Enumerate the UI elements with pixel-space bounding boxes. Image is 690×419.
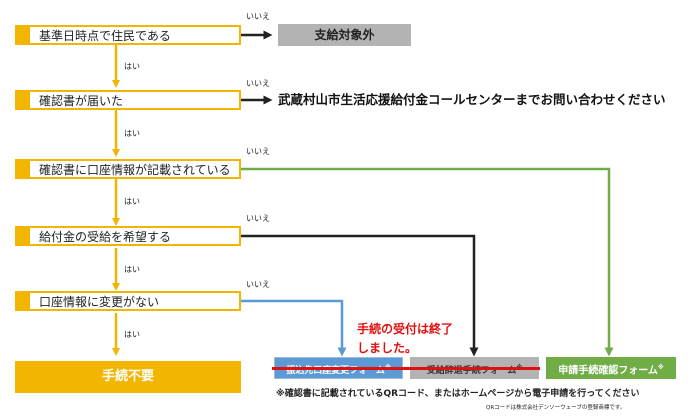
no-label-5: いいえ [246, 280, 270, 289]
question-4: 給付金の受給を希望する [15, 226, 241, 246]
no-arrow-4 [241, 234, 479, 357]
form-application-confirm-mark: ※ [657, 364, 664, 371]
no-label-2: いいえ [246, 79, 270, 88]
question-1: 基準日時点で住民である [15, 25, 241, 45]
result-no-procedure: 手続不要 [15, 361, 241, 393]
yes-label-5: はい [124, 330, 140, 339]
form-account-change-label: 振込先口座変更フォーム [286, 366, 385, 376]
no-label-1: いいえ [246, 12, 270, 21]
closed-strikethrough [272, 367, 540, 370]
question-5: 口座情報に変更がない [15, 291, 241, 311]
closed-notice-line2: しました。 [357, 341, 418, 355]
result-not-eligible: 支給対象外 [278, 24, 411, 46]
footnote: ※確認書に記載されているQRコード、またはホームページから電子申請を行ってくださ… [276, 389, 640, 399]
no-arrow-5 [241, 299, 347, 357]
closed-notice: 手続の受付は終了 しました。 [357, 320, 453, 358]
question-2: 確認書が届いた [15, 90, 241, 110]
closed-notice-line1: 手続の受付は終了 [357, 322, 454, 336]
no-label-4: いいえ [246, 214, 270, 223]
result-call-center: 武蔵村山市生活応援給付金コールセンターまでお問い合わせください [278, 92, 666, 107]
yes-label-2: はい [124, 129, 140, 138]
form-decline-label: 受給辞退手続フォーム [426, 366, 517, 376]
question-3: 確認書に口座情報が記載されている [15, 159, 241, 179]
no-label-3: いいえ [246, 147, 270, 156]
yes-label-3: はい [124, 197, 140, 206]
no-arrow-3 [241, 167, 614, 357]
form-application-confirm-label: 申請手続確認フォーム [558, 365, 658, 377]
yes-label-1: はい [124, 62, 140, 71]
credit-note: QRコードは株式会社デンソーウェーブの登録商標です。 [486, 405, 626, 411]
form-application-confirm[interactable]: 申請手続確認フォーム※ [546, 357, 676, 379]
yes-label-4: はい [124, 265, 140, 274]
